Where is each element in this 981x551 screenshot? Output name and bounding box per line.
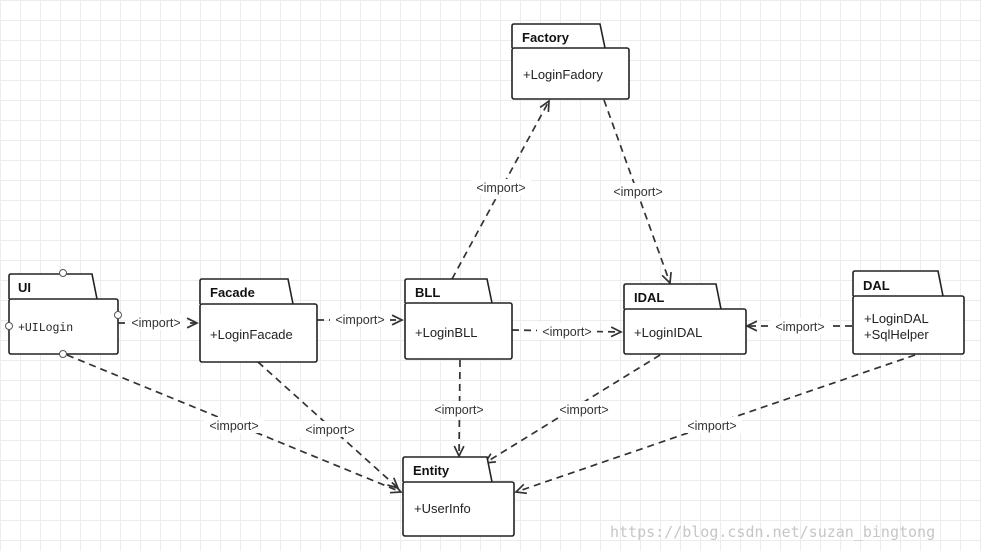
package-member: +UserInfo (414, 501, 471, 516)
dependency-arrowhead (745, 320, 758, 332)
package-name: IDAL (634, 290, 664, 305)
dependency-label-background (537, 323, 597, 339)
package-member: +LoginFacade (210, 327, 293, 342)
package-tab (8, 273, 98, 300)
package-name: Entity (413, 463, 450, 478)
package-name: Factory (522, 30, 570, 45)
package-body (852, 295, 965, 355)
selection-handles (5, 269, 122, 358)
dependency-label-text: <import> (542, 325, 591, 339)
dependency-arrowhead (514, 483, 528, 495)
dependency-arrowhead (610, 326, 623, 338)
package-dal[interactable]: DAL +LoginDAL+SqlHelper (852, 270, 965, 355)
dependency-label: <import> (429, 401, 489, 417)
dependency-label-background (300, 421, 360, 437)
package-member: +LoginIDAL (634, 325, 702, 340)
dependency-label-text: <import> (305, 423, 354, 437)
dependency-label-layer: <import> <import> <import> <import> <import>… (126, 179, 830, 437)
dependency-arrowhead (391, 314, 404, 326)
selection-handle[interactable] (114, 311, 122, 319)
dependency-label-text: <import> (476, 181, 525, 195)
package-name: UI (18, 280, 31, 295)
package-member: +SqlHelper (864, 327, 929, 342)
package-body (623, 308, 747, 355)
package-tab (852, 270, 944, 297)
package-name: Facade (210, 285, 255, 300)
dependency-label: <import> (682, 417, 742, 433)
dependency-facade-to-entity[interactable] (257, 361, 400, 490)
dependency-label: <import> (330, 311, 390, 327)
dependency-label: <import> (300, 421, 360, 437)
package-facade[interactable]: Facade +LoginFacade (199, 278, 318, 363)
dependency-label-text: <import> (209, 419, 258, 433)
dependency-label-background (126, 314, 186, 330)
dependency-label-background (471, 179, 531, 195)
dependency-label-text: <import> (335, 313, 384, 327)
package-body (402, 481, 515, 537)
package-tab (404, 278, 493, 304)
package-body (199, 303, 318, 363)
dependency-label-background (429, 401, 489, 417)
dependency-label: <import> (608, 183, 668, 199)
selection-handle[interactable] (59, 350, 67, 358)
dependency-label: <import> (126, 314, 186, 330)
dependency-arrowhead (186, 317, 199, 329)
dependency-label-text: <import> (687, 419, 736, 433)
dependency-arrowhead (453, 445, 465, 458)
dependency-label-text: <import> (613, 185, 662, 199)
dependency-line (257, 361, 399, 489)
dependency-label: <import> (537, 323, 597, 339)
package-tab (402, 456, 493, 483)
package-tab (623, 283, 722, 310)
watermark-text: https://blog.csdn.net/suzan_bingtong (610, 523, 935, 541)
package-name: BLL (415, 285, 440, 300)
package-entity[interactable]: Entity +UserInfo (402, 456, 515, 537)
dependency-arrowhead (661, 272, 672, 285)
dependency-arrowhead (539, 99, 550, 113)
dependency-label-background (608, 183, 668, 199)
dependency-label-background (554, 401, 614, 417)
dependency-label-background (330, 311, 390, 327)
selection-handle[interactable] (5, 322, 13, 330)
dependency-label-background (682, 417, 742, 433)
dependency-label: <import> (770, 318, 830, 334)
dependency-label: <import> (554, 401, 614, 417)
package-member: +LoginFadory (523, 67, 603, 82)
package-body (511, 47, 630, 100)
dependency-arrowhead (387, 477, 400, 490)
package-member: +LoginBLL (415, 325, 478, 340)
dependency-label-background (204, 417, 264, 433)
dependency-label-text: <import> (131, 316, 180, 330)
package-body (404, 302, 513, 360)
package-member: +UILogin (18, 322, 73, 335)
dependency-label-text: <import> (434, 403, 483, 417)
dependency-label-text: <import> (559, 403, 608, 417)
package-ui[interactable]: UI +UILogin (8, 273, 119, 355)
package-name: DAL (863, 278, 890, 293)
dependency-label: <import> (471, 179, 531, 195)
package-tab (511, 23, 606, 49)
package-member: +LoginDAL (864, 311, 929, 326)
dependency-label-text: <import> (775, 320, 824, 334)
dependency-label-background (770, 318, 830, 334)
package-factory[interactable]: Factory +LoginFadory (511, 23, 630, 100)
package-idal[interactable]: IDAL +LoginIDAL (623, 283, 747, 355)
dependency-label: <import> (204, 417, 264, 433)
package-tab (199, 278, 294, 305)
package-bll[interactable]: BLL +LoginBLL (404, 278, 513, 360)
selection-handle[interactable] (59, 269, 67, 277)
